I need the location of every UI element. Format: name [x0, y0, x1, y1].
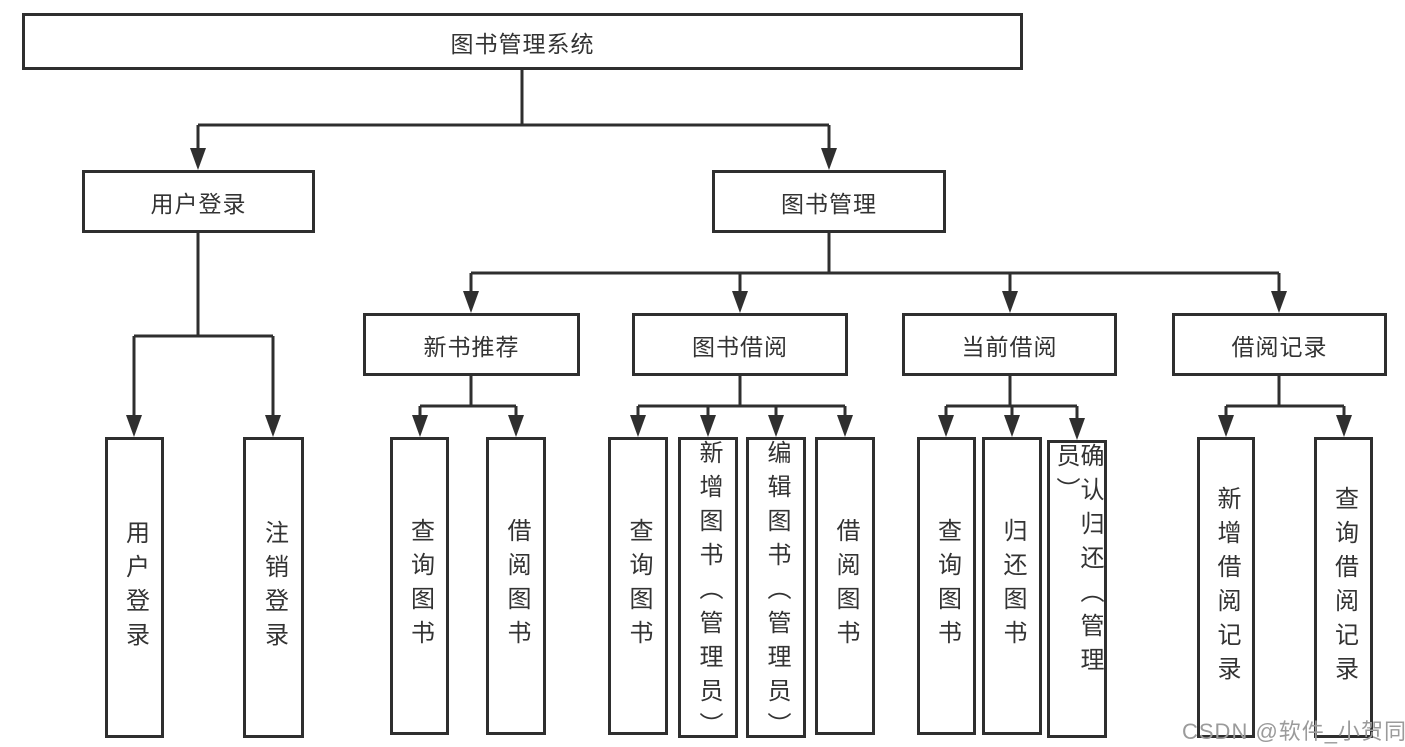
leaf-query-books: 查询图书 — [608, 437, 668, 735]
node-current-borrow: 当前借阅 — [902, 313, 1117, 376]
node-book-borrow: 图书借阅 — [632, 313, 848, 376]
leaf-label: 用户登录 — [121, 519, 149, 656]
node-user-login: 用户登录 — [82, 170, 315, 233]
node-borrow-records: 借阅记录 — [1172, 313, 1387, 376]
leaf-user-login: 用户登录 — [105, 437, 164, 738]
leaf-edit-books-admin: 编辑图书（管理员） — [746, 437, 806, 746]
leaf-label: 编辑图书（管理员） — [763, 440, 790, 746]
leaf-add-books-admin: 新增图书（管理员） — [678, 437, 738, 746]
leaf-label: 借阅图书 — [832, 518, 859, 654]
leaf-query-books: 查询图书 — [390, 437, 449, 735]
leaf-return-books: 归还图书 — [982, 437, 1042, 735]
node-library-system: 图书管理系统 — [22, 13, 1023, 70]
leaf-query-borrow-record: 查询借阅记录 — [1314, 437, 1373, 738]
leaf-label: 确认归还（管理员） — [1052, 443, 1103, 681]
leaf-label: 注销登录 — [260, 519, 288, 656]
leaf-label: 查询图书 — [406, 518, 434, 654]
leaf-borrow-books: 借阅图书 — [486, 437, 546, 735]
leaf-label: 归还图书 — [999, 518, 1026, 654]
leaf-add-borrow-record: 新增借阅记录 — [1197, 437, 1255, 738]
leaf-confirm-return-admin: 确认归还（管理员） — [1047, 440, 1107, 738]
node-new-book-recommend: 新书推荐 — [363, 313, 580, 376]
leaf-label: 借阅图书 — [503, 518, 530, 654]
leaf-label: 新增图书（管理员） — [695, 440, 722, 746]
leaf-label: 查询借阅记录 — [1330, 485, 1358, 690]
leaf-borrow-books: 借阅图书 — [815, 437, 875, 735]
node-book-management: 图书管理 — [712, 170, 946, 233]
leaf-label: 查询图书 — [933, 518, 961, 654]
leaf-query-books: 查询图书 — [917, 437, 976, 735]
leaf-label: 新增借阅记录 — [1213, 485, 1240, 690]
leaf-label: 查询图书 — [625, 518, 652, 654]
leaf-logout: 注销登录 — [243, 437, 304, 738]
csdn-watermark: CSDN @软件_小贺同学 — [1182, 719, 1405, 744]
